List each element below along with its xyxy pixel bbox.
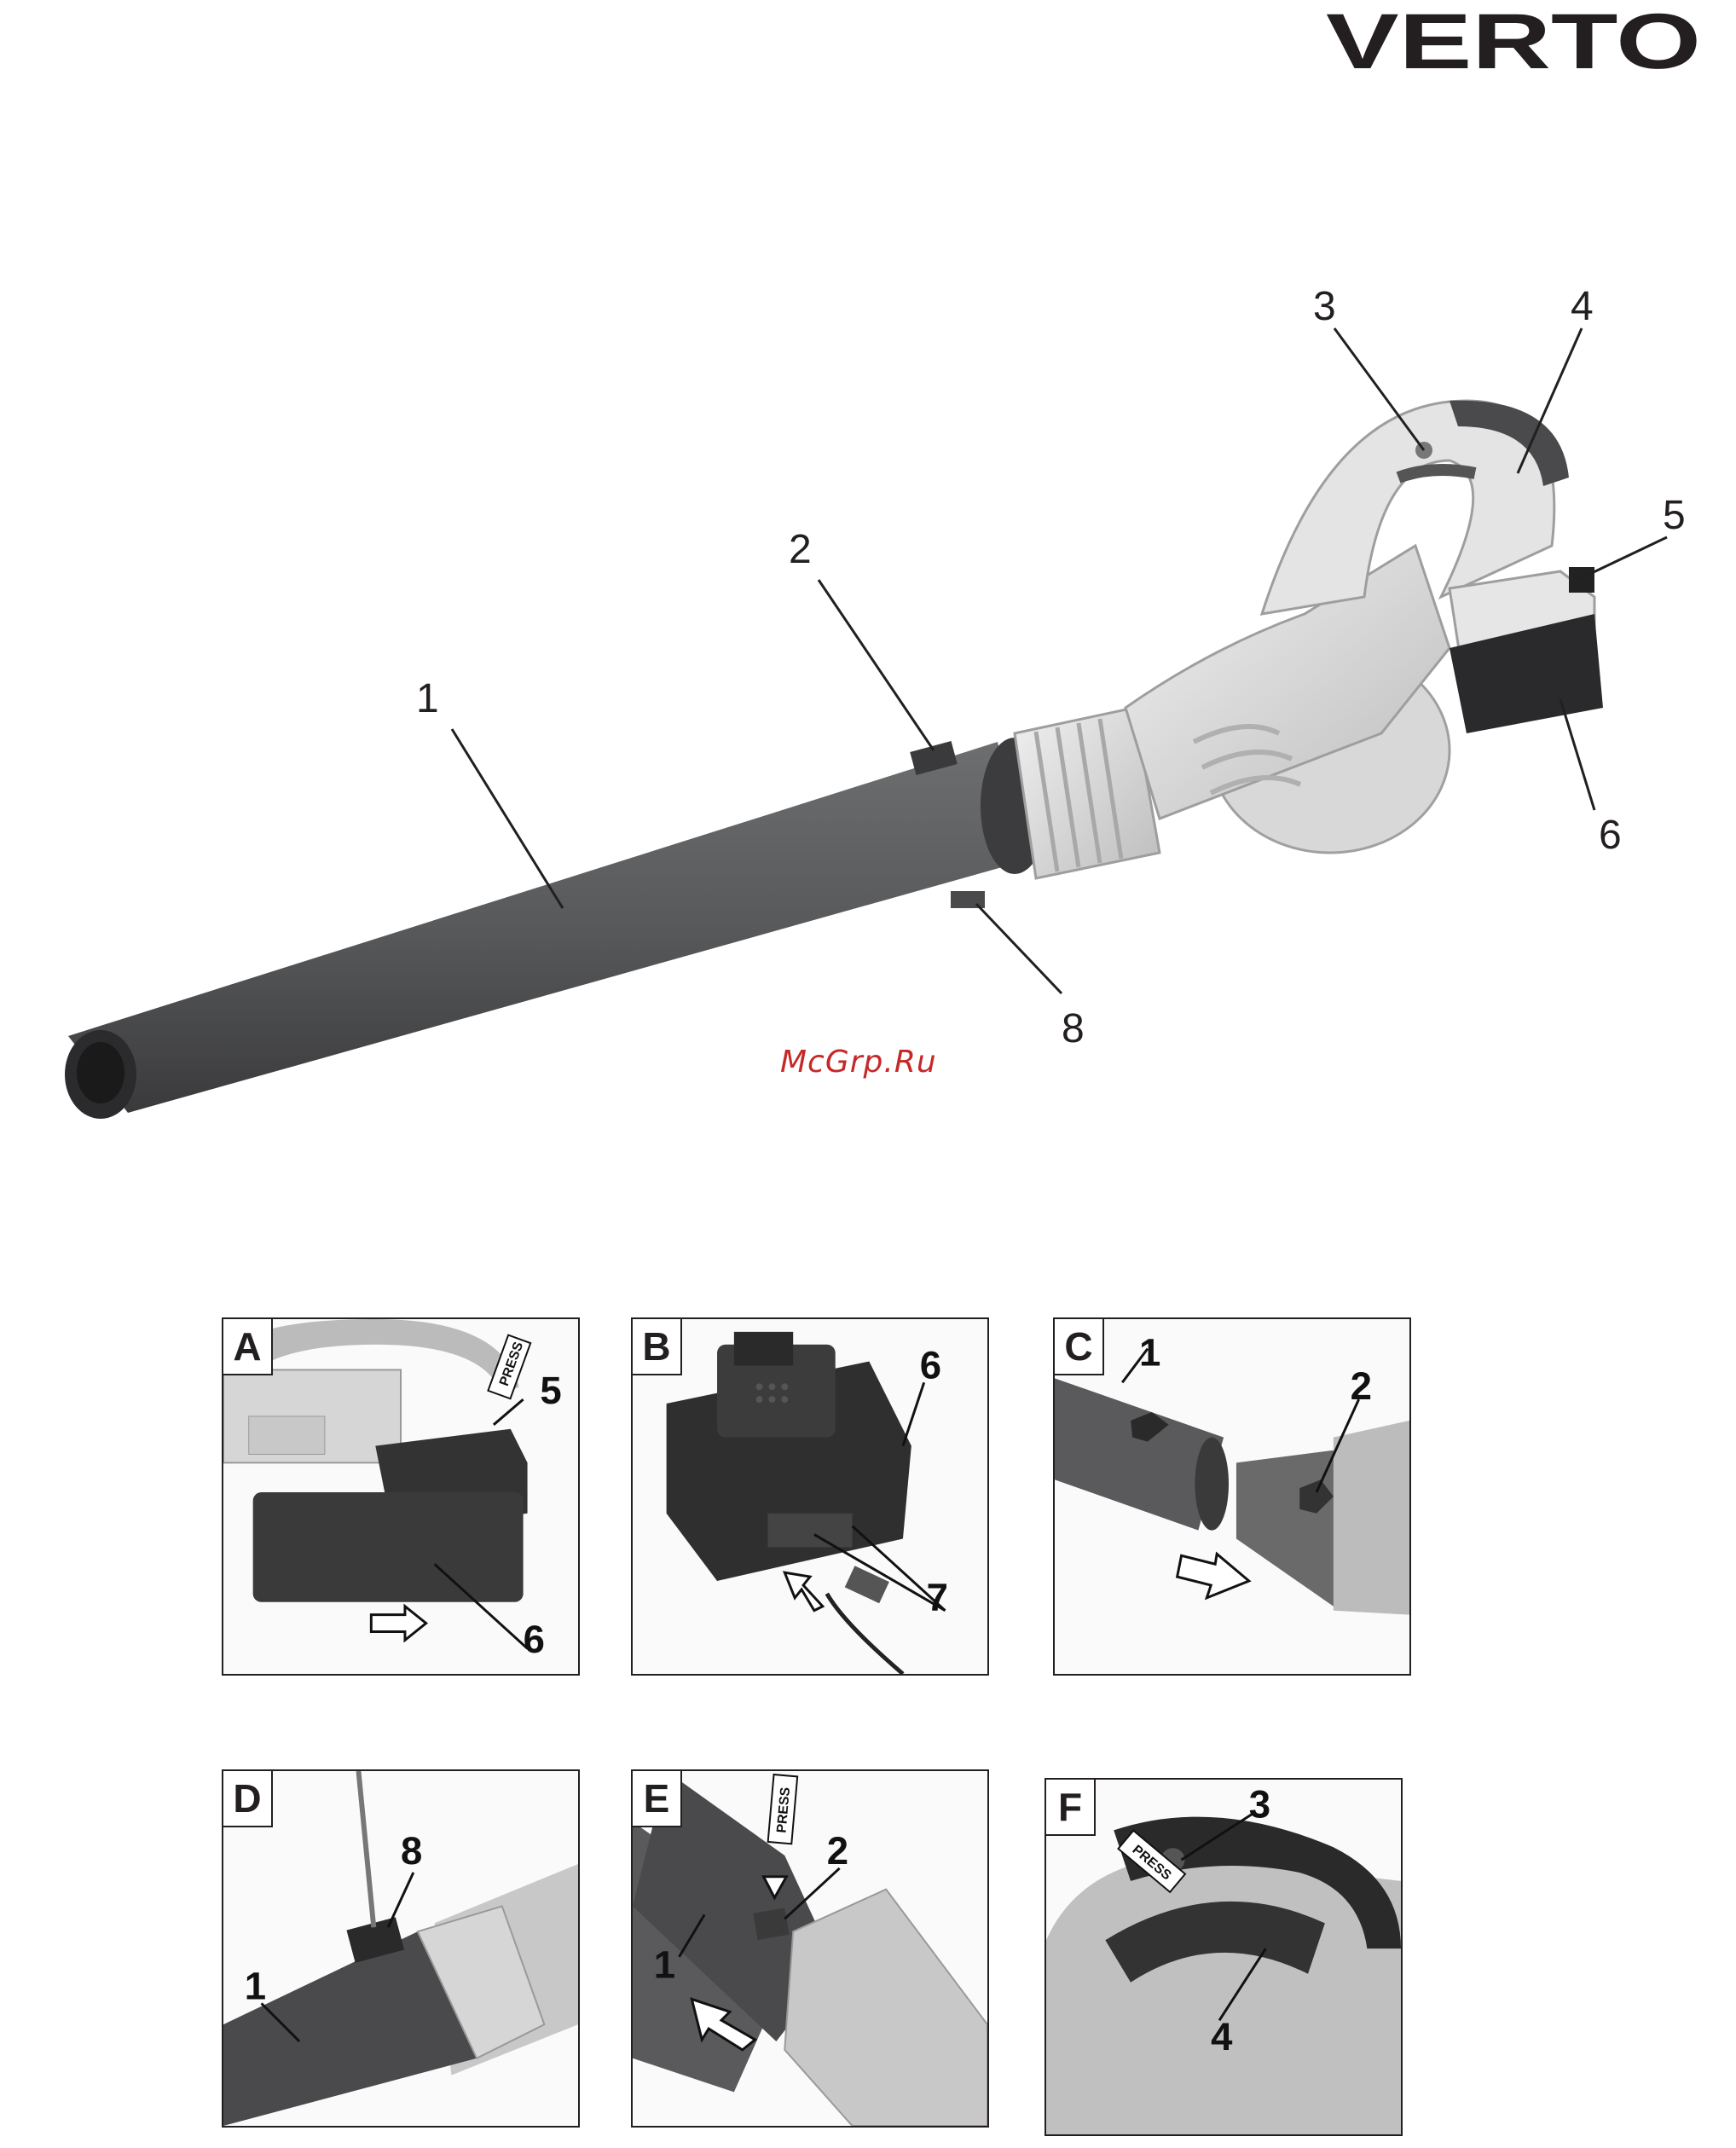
panel-callout: 2 [827, 1829, 848, 1873]
panel-callout: 7 [927, 1576, 948, 1619]
callout-2: 2 [789, 527, 812, 572]
panel-letter: B [633, 1319, 682, 1375]
panel-letter: F [1046, 1780, 1096, 1836]
callout-3: 3 [1313, 284, 1336, 329]
panel-d: D 8 1 [222, 1769, 580, 2128]
panel-b: B 6 7 [631, 1317, 989, 1676]
panel-callout: 6 [524, 1618, 545, 1661]
panel-callout: 5 [540, 1369, 561, 1412]
panel-c: C 1 2 [1053, 1317, 1411, 1676]
callout-6: 6 [1599, 813, 1622, 858]
panel-callout: 8 [401, 1829, 422, 1873]
panel-letter: A [223, 1319, 273, 1375]
panel-callout: 4 [1211, 2015, 1233, 2058]
panel-callout: 1 [1139, 1330, 1160, 1374]
callout-1: 1 [416, 676, 439, 721]
panel-callout: 2 [1351, 1364, 1372, 1408]
panel-callout: 1 [654, 1943, 675, 1987]
panel-a: A PRESS 5 6 [222, 1317, 580, 1676]
arrow-icon [371, 1607, 425, 1641]
callout-5: 5 [1663, 493, 1686, 538]
panel-callout: 3 [1249, 1783, 1270, 1827]
arrow-icon [1178, 1554, 1249, 1598]
panel-f: F PRESS 3 4 [1044, 1778, 1403, 2136]
watermark: McGrp.Ru [780, 1045, 937, 1080]
trigger-switch [1398, 470, 1475, 478]
tube-screw [951, 891, 985, 908]
verto-logo: VERTO [1326, 0, 1701, 77]
screwdriver [358, 1771, 373, 1927]
callout-8: 8 [1062, 1006, 1085, 1051]
panel-letter: E [633, 1771, 682, 1827]
panel-callout: 1 [245, 1964, 266, 2007]
battery [253, 1492, 524, 1602]
logo-text: VERTO [1326, 0, 1701, 77]
panel-letter: D [223, 1771, 273, 1827]
arrow-icon [784, 1572, 823, 1611]
panel-callout: 6 [920, 1343, 941, 1387]
panel-e: E PRESS 2 1 [631, 1769, 989, 2128]
callout-4: 4 [1571, 284, 1594, 329]
panel-letter: C [1055, 1319, 1104, 1375]
